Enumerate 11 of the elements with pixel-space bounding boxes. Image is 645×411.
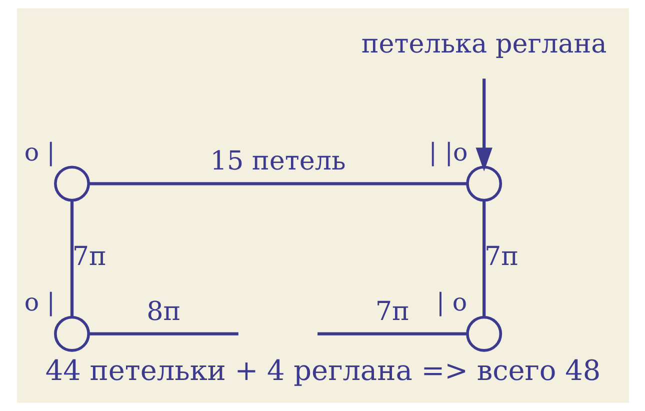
node-label: | |о: [428, 137, 468, 166]
node-text: петелька реглана: [360, 30, 606, 60]
caption: 44 петельки + 4 реглана => всего 48: [44, 354, 600, 387]
edge-label: 7п: [374, 296, 409, 327]
edge-label: 8п: [146, 296, 180, 327]
edge-label: 7п: [484, 242, 518, 272]
edge-label: 15 петель: [210, 146, 346, 177]
edge-label: 7п: [72, 242, 106, 272]
node-label: о |: [24, 137, 55, 166]
node-label: | о: [436, 288, 467, 317]
node-label: о |: [24, 288, 55, 317]
